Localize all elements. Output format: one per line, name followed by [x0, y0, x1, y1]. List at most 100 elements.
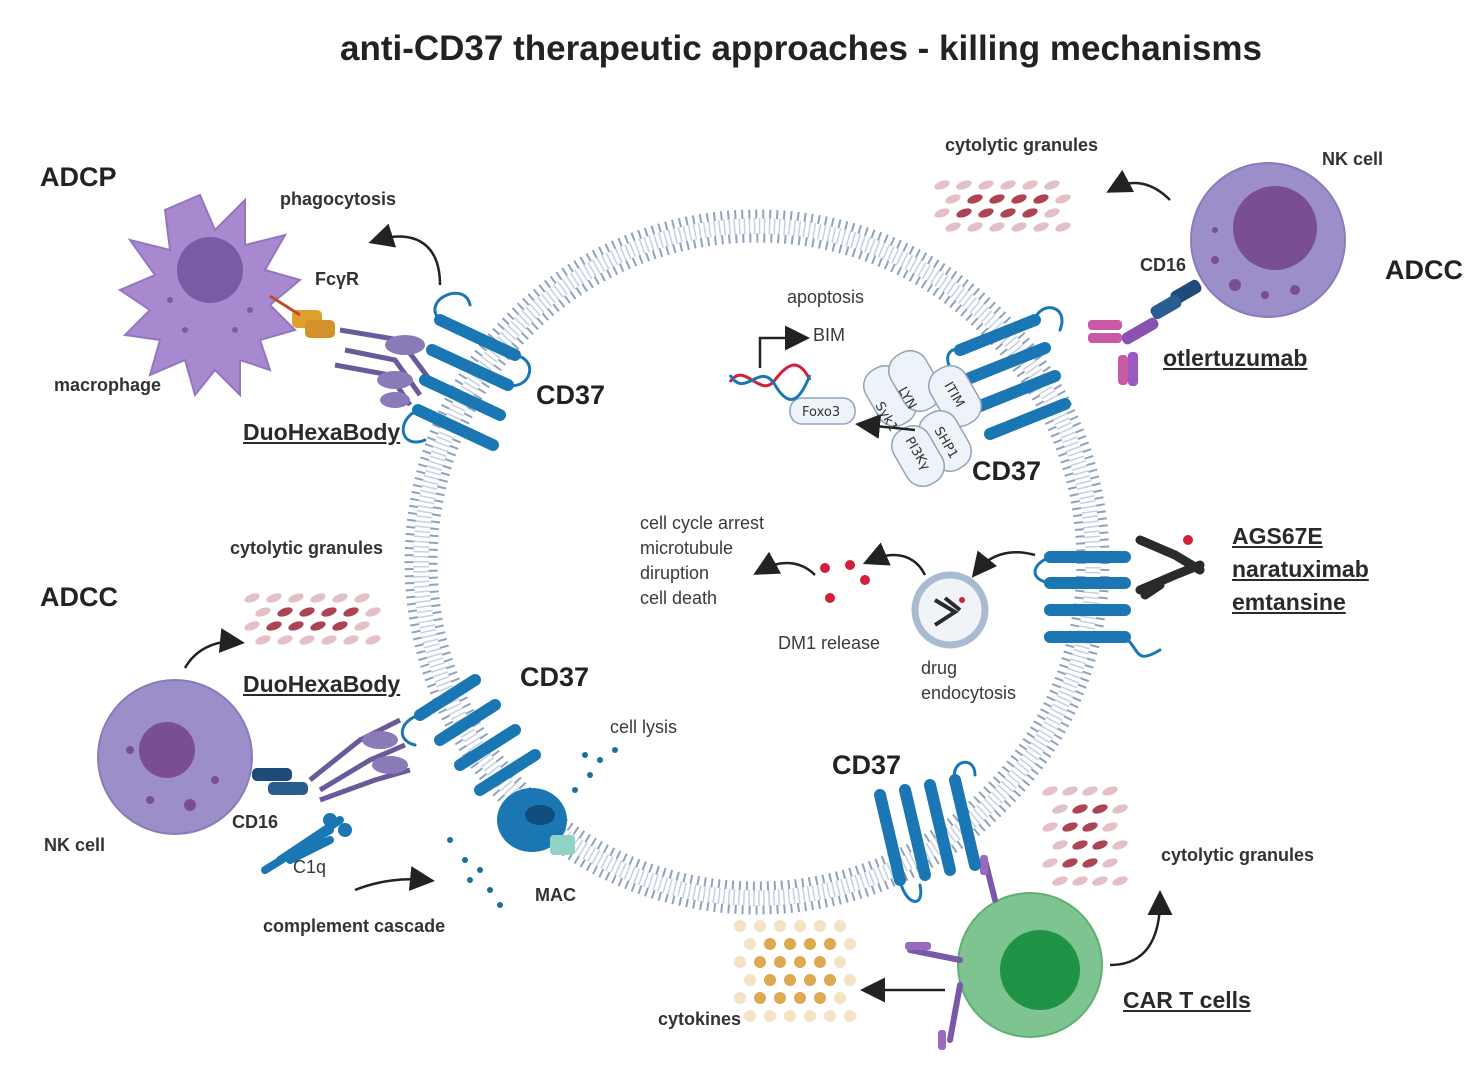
phagocytosis-label: phagocytosis — [280, 189, 397, 209]
fcgr-receptor — [269, 294, 335, 338]
cytokine-dot — [784, 938, 796, 950]
cytokine-dot — [754, 920, 766, 932]
dm1-release-label: DM1 release — [778, 633, 881, 653]
cd37-receptor-top-right — [946, 306, 1071, 440]
cytokine-dot — [744, 938, 756, 950]
granule-dot — [332, 593, 348, 603]
signaling-complex — [789, 349, 982, 488]
granule-dot — [1112, 804, 1128, 814]
granule-dot — [1072, 840, 1088, 850]
granule-dot — [1092, 804, 1108, 814]
granule-dot — [1082, 858, 1098, 868]
cd37-top-right-label: CD37 — [972, 456, 1042, 486]
microtubule-label: microtubule — [640, 538, 734, 558]
cytokine-dot — [774, 956, 786, 968]
granules-bottom-right — [1042, 786, 1128, 886]
cd37-receptor-mid-left — [401, 674, 541, 796]
duohexabody-top-label: DuoHexaBody — [243, 419, 401, 445]
granule-dot — [277, 607, 293, 617]
adcp-label: ADCP — [40, 162, 117, 192]
cytokine-dot — [734, 992, 746, 1004]
granule-dot — [1112, 876, 1128, 886]
cytokine-dot — [814, 992, 826, 1004]
granule-dot — [266, 621, 282, 631]
duohexabody-antibodies-bottom — [308, 717, 411, 803]
otlertuzumab-molecule — [1088, 279, 1202, 386]
granule-dot — [1082, 822, 1098, 832]
granule-dot — [956, 180, 972, 190]
cytokine-dot — [744, 974, 756, 986]
granule-dot — [1102, 786, 1118, 796]
granule-dot — [1044, 180, 1060, 190]
cytokine-dot — [734, 920, 746, 932]
macrophage-cell — [117, 193, 303, 398]
granules-top-right — [934, 180, 1071, 232]
granule-dot — [978, 180, 994, 190]
cytolytic-granules-left-label: cytolytic granules — [230, 538, 384, 558]
cd37-top-left-label: CD37 — [536, 380, 606, 410]
granule-dot — [945, 194, 961, 204]
complement-cascade-label: complement cascade — [263, 916, 446, 936]
granule-dot — [967, 222, 983, 232]
granule-dot — [1033, 222, 1049, 232]
granule-dot — [266, 593, 282, 603]
cytokine-dot — [774, 992, 786, 1004]
diruption-label: diruption — [640, 563, 710, 583]
granule-dot — [1092, 840, 1108, 850]
emtansine-label: emtansine — [1232, 589, 1346, 615]
cytokine-cluster — [734, 920, 856, 1022]
cytokine-dot — [774, 920, 786, 932]
cd37-receptor-top-left — [401, 291, 532, 451]
granule-dot — [310, 621, 326, 631]
granules-left — [244, 593, 381, 645]
cytokine-dot — [814, 956, 826, 968]
mac-label: MAC — [535, 885, 576, 905]
drug-endocytosis-label-2: endocytosis — [921, 683, 1017, 703]
naratuximab-label: naratuximab — [1232, 556, 1369, 582]
cell-cycle-arrest-label: cell cycle arrest — [640, 513, 765, 533]
granule-dot — [288, 621, 304, 631]
cytokine-dot — [824, 1010, 836, 1022]
granule-dot — [1033, 194, 1049, 204]
granule-dot — [1102, 822, 1118, 832]
granule-dot — [1022, 208, 1038, 218]
granule-dot — [1052, 876, 1068, 886]
granule-dot — [288, 593, 304, 603]
nk-cell-left-label: NK cell — [44, 835, 106, 855]
duohexabody-bottom-label: DuoHexaBody — [243, 671, 401, 697]
nk-cell-top-label: NK cell — [1322, 149, 1384, 169]
fcgr-label: FcγR — [315, 269, 360, 289]
cd16-left-label: CD16 — [232, 812, 279, 832]
granule-dot — [354, 621, 370, 631]
cytokine-dot — [764, 938, 776, 950]
cell-lysis-label: cell lysis — [610, 717, 678, 737]
granule-dot — [934, 180, 950, 190]
granule-dot — [1011, 222, 1027, 232]
granule-dot — [1072, 804, 1088, 814]
granule-dot — [1042, 858, 1058, 868]
granule-dot — [1042, 822, 1058, 832]
granule-dot — [255, 635, 271, 645]
drug-endocytosis-label-1: drug — [921, 658, 958, 678]
car-t-cell — [957, 892, 1103, 1038]
granule-dot — [1055, 222, 1071, 232]
macrophage-label: macrophage — [54, 375, 162, 395]
cytokine-dot — [834, 992, 846, 1004]
granule-dot — [1011, 194, 1027, 204]
lysis-particles — [447, 747, 618, 908]
cytokine-dot — [844, 938, 856, 950]
granule-dot — [1072, 876, 1088, 886]
granule-dot — [365, 607, 381, 617]
cytokines-label: cytokines — [658, 1009, 742, 1029]
cytokine-dot — [754, 992, 766, 1004]
granule-dot — [343, 635, 359, 645]
granule-dot — [321, 607, 337, 617]
granule-dot — [1062, 858, 1078, 868]
granule-dot — [354, 593, 370, 603]
granule-dot — [332, 621, 348, 631]
cd37-receptor-right — [1033, 551, 1162, 658]
bim-label: BIM — [813, 325, 846, 345]
cd37-bottom-label: CD37 — [832, 750, 902, 780]
